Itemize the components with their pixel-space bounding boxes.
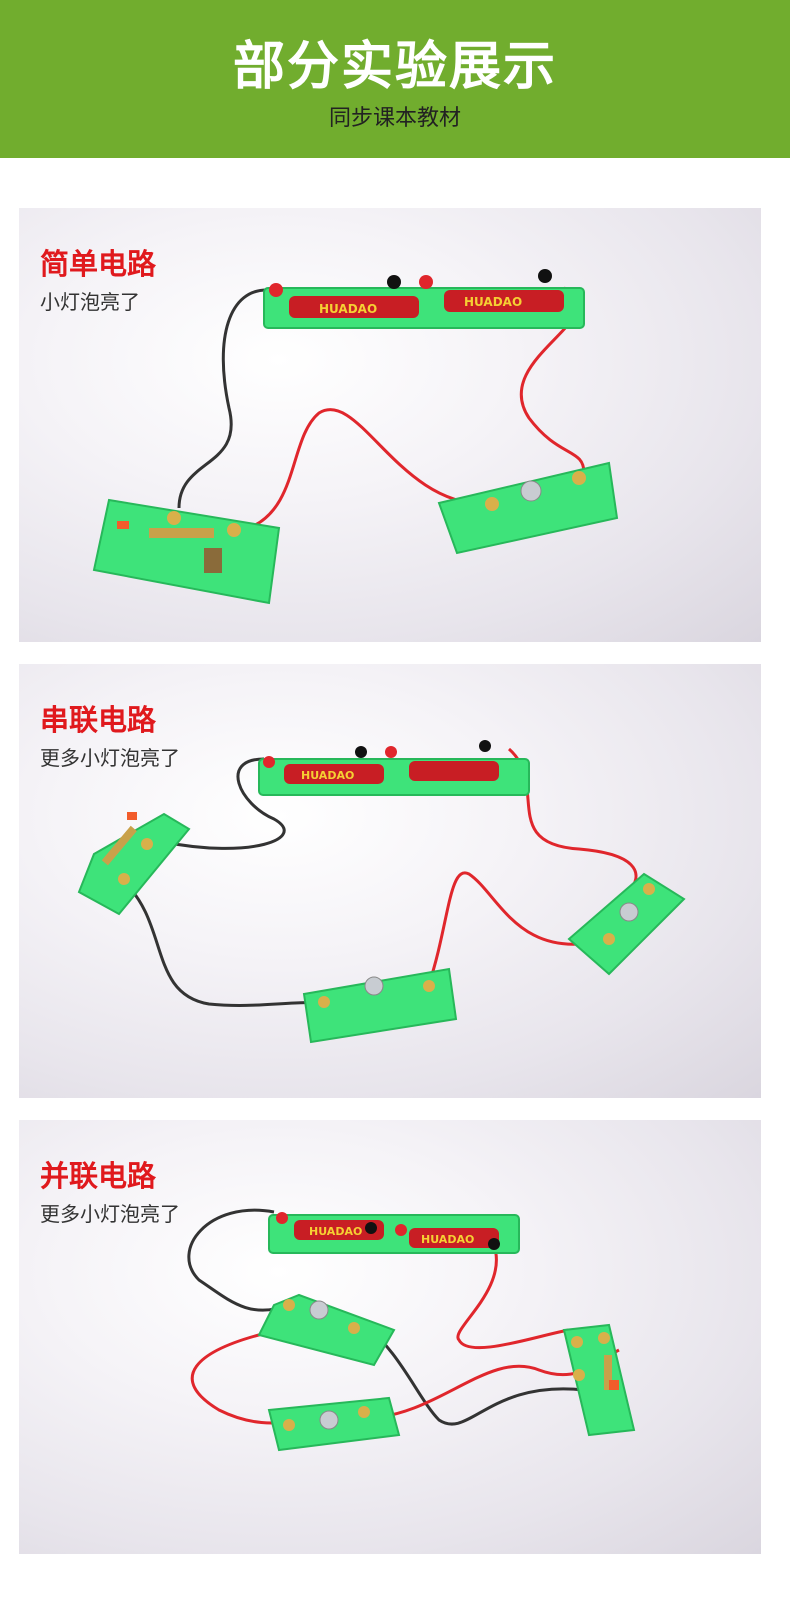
switch-board [77,812,191,916]
switch-board [92,498,281,605]
bulb-board [257,1293,396,1367]
panel-description: 更多小灯泡亮了 [40,1202,180,1226]
header-banner: 部分实验展示 同步课本教材 [0,0,790,158]
page-title: 部分实验展示 [232,37,557,97]
panel-title: 并联电路 [40,1159,157,1193]
simple-circuit-photo: HUADAO HUADAO [92,269,619,605]
battery-label: HUADAO [309,1225,362,1238]
battery-label: HUADAO [464,295,522,309]
series-circuit-photo: HUADAO [77,740,686,1044]
battery-label: HUADAO [301,769,354,782]
page-subtitle: 同步课本教材 [328,106,461,131]
battery-box: HUADAO [258,740,530,796]
panel-description: 小灯泡亮了 [40,290,140,314]
battery-box: HUADAO HUADAO [268,1212,520,1254]
bulb-board [567,872,686,976]
panel-title: 简单电路 [40,247,157,281]
bulb-board [302,967,458,1044]
bulb-board [437,461,619,555]
battery-label: HUADAO [421,1233,474,1246]
parallel-circuit-photo: HUADAO HUADAO [187,1208,636,1452]
experiment-panel-series: HUADAO 串联电路 更多小灯泡亮了 [19,664,761,1098]
bulb-board [267,1396,401,1452]
panel-description: 更多小灯泡亮了 [40,746,180,770]
experiment-panel-simple: HUADAO HUADAO 简单电路 小灯泡亮了 [19,208,761,642]
panel-title: 串联电路 [40,703,157,737]
battery-box: HUADAO HUADAO [263,269,585,329]
experiment-panel-parallel: HUADAO HUADAO 并联电路 更多小灯泡亮了 [19,1120,761,1554]
switch-board [562,1323,636,1437]
battery-label: HUADAO [319,302,377,316]
